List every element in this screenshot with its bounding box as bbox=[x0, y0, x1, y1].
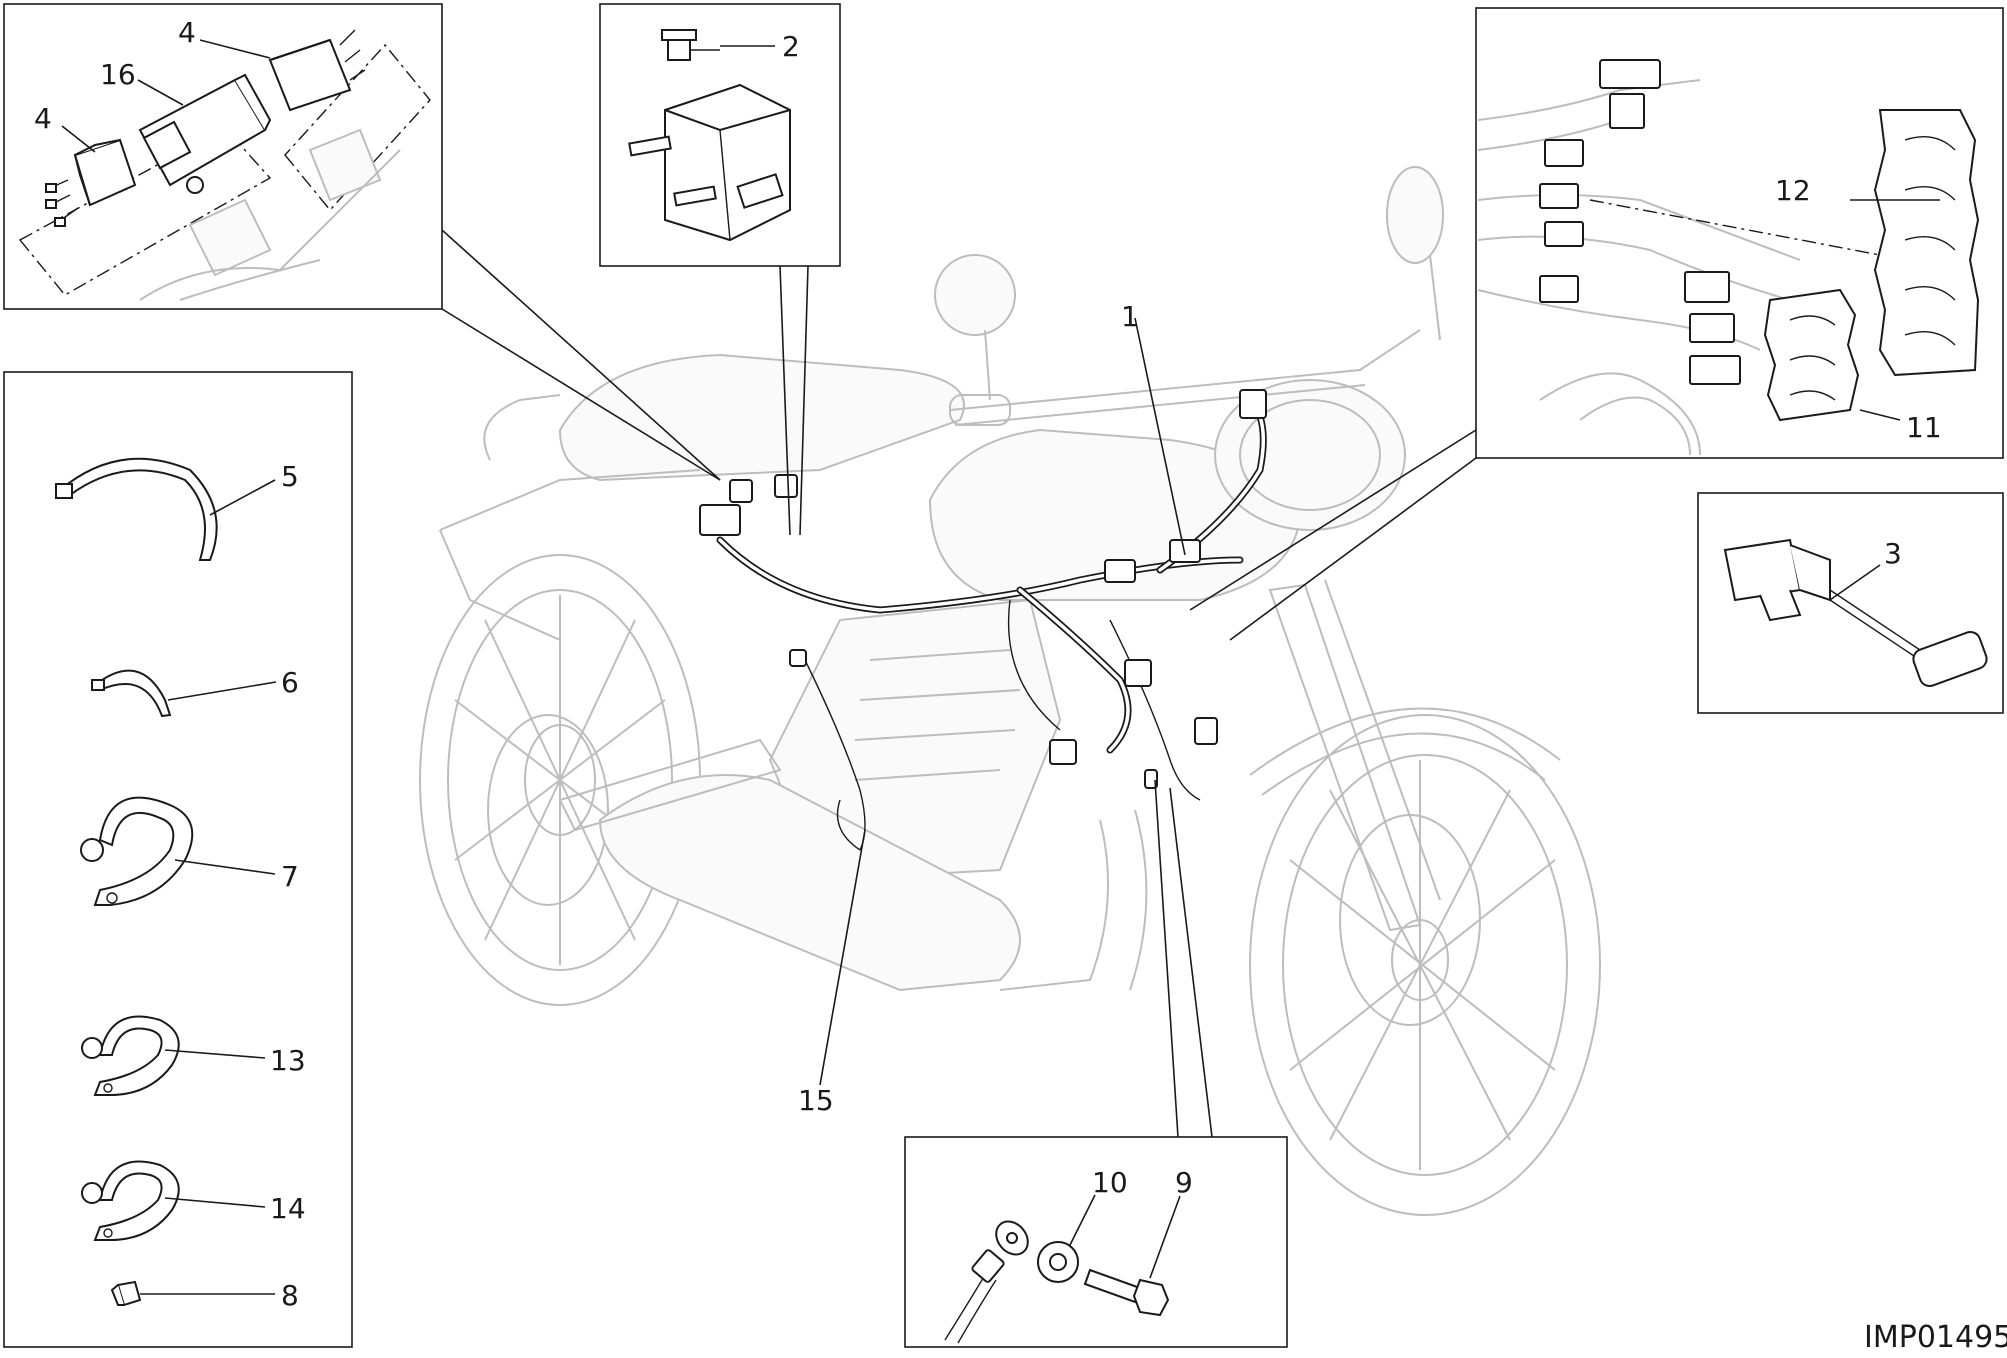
clamp-7-icon bbox=[80, 796, 194, 906]
leader-11 bbox=[819, 829, 866, 1086]
callout-13: 12 bbox=[1775, 174, 1811, 207]
inset-relays: 4 16 4 bbox=[3, 3, 721, 481]
inset-connector-cap: 3 bbox=[1697, 492, 2004, 714]
callout-4-top: 4 bbox=[178, 16, 196, 49]
callout-16: 16 bbox=[100, 58, 136, 91]
main-wiring-harness bbox=[699, 389, 1267, 851]
connector-3-icon bbox=[1723, 538, 1988, 688]
flasher-16-icon bbox=[138, 73, 272, 194]
callout-1: 1 bbox=[1121, 300, 1139, 333]
ground-cable-icon bbox=[944, 1220, 1029, 1344]
cable-tie-6-icon bbox=[91, 669, 172, 718]
callout-2: 2 bbox=[782, 30, 800, 63]
washer-10-icon bbox=[1037, 1241, 1079, 1283]
inset-connector-holders: 12 11 bbox=[1189, 7, 2004, 641]
callout-3: 3 bbox=[1884, 537, 1902, 570]
callout-9: 9 bbox=[1175, 1166, 1193, 1199]
callout-12: 11 bbox=[1906, 411, 1942, 444]
callout-11: 15 bbox=[798, 1084, 834, 1117]
relay-4-left-icon bbox=[45, 138, 137, 227]
leader-1 bbox=[1134, 317, 1186, 556]
clamp-14-icon bbox=[81, 1015, 180, 1096]
callout-15: 14 bbox=[270, 1192, 306, 1225]
inset-fuse-box: 2 bbox=[599, 3, 841, 536]
callout-14: 13 bbox=[270, 1044, 306, 1077]
fuse-box-icon bbox=[628, 83, 791, 242]
callout-8: 8 bbox=[281, 1279, 299, 1312]
fuse-2-icon bbox=[661, 29, 720, 61]
callout-4-left: 4 bbox=[34, 102, 52, 135]
inset-ties-clips: 5 6 7 13 14 bbox=[3, 371, 353, 1348]
callout-7: 7 bbox=[281, 860, 299, 893]
clip-8-icon bbox=[110, 1280, 142, 1307]
inset-ground-connection: 10 9 bbox=[904, 779, 1288, 1348]
callout-10: 10 bbox=[1092, 1166, 1128, 1199]
callout-6: 6 bbox=[281, 666, 299, 699]
drawing-code: IMP01495 bbox=[1864, 1320, 2007, 1354]
clamp-15-icon bbox=[81, 1160, 180, 1241]
cable-tie-5-icon bbox=[55, 457, 218, 561]
screw-9-icon bbox=[1083, 1268, 1170, 1317]
motorcycle-outline bbox=[419, 166, 1601, 1216]
holder-12-icon bbox=[1763, 288, 1860, 422]
relay-4-right-icon bbox=[268, 29, 366, 112]
callout-5: 5 bbox=[281, 460, 299, 493]
holder-13-icon bbox=[1873, 109, 1980, 377]
